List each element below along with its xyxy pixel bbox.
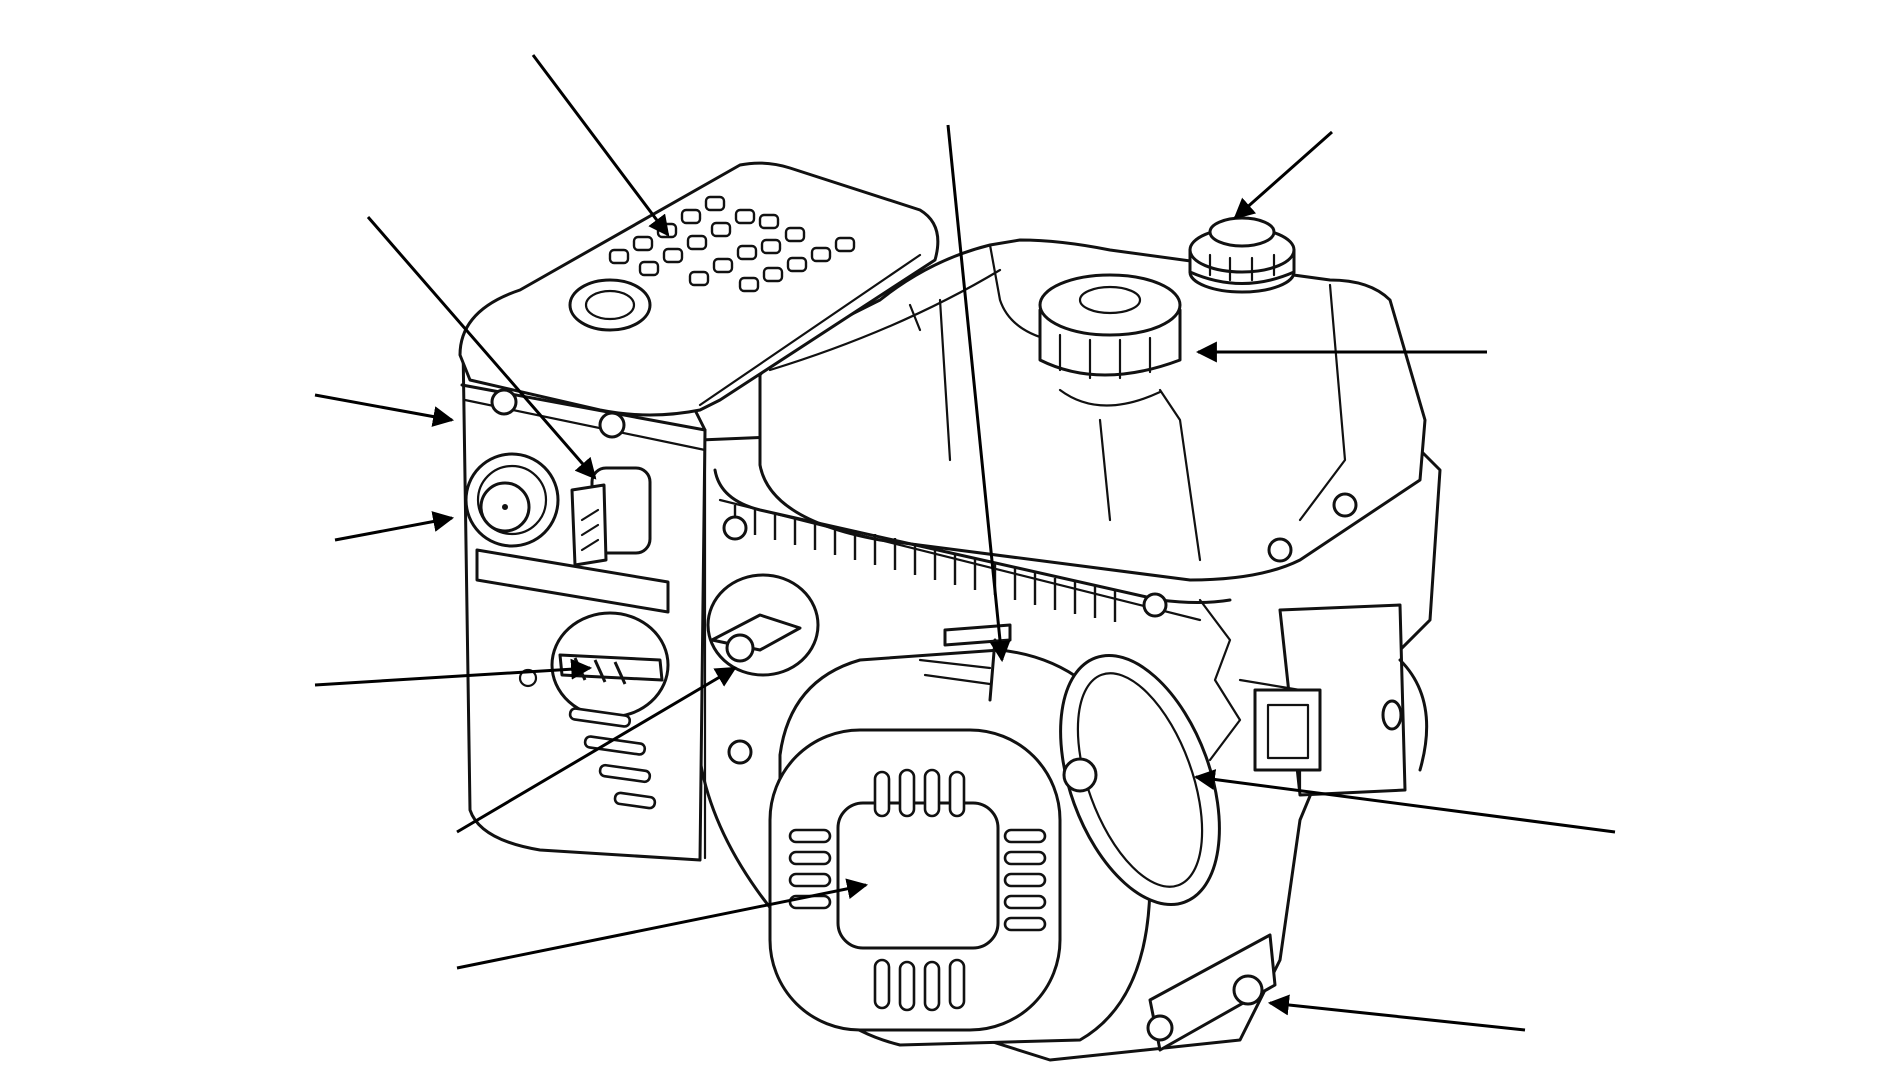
oil-cap-drawing: [1188, 216, 1296, 294]
side-bracket: [1198, 598, 1429, 797]
fuel-cap-drawing: [1038, 273, 1182, 380]
leader-stop-switch: [366, 216, 597, 480]
leader-primer-button: [334, 511, 455, 542]
leader-choke-lever: [314, 658, 593, 687]
leader-upper-panel-edge: [314, 393, 455, 427]
leader-starter-handle: [1193, 769, 1616, 834]
throttle-lever-drawing: [706, 573, 820, 677]
leader-oil-drain-plug: [1267, 994, 1526, 1032]
leader-air-filter-cover: [531, 54, 670, 237]
engine-illustration: [458, 161, 1442, 1062]
leader-oil-cap: [1233, 130, 1333, 220]
starter-handle-drawing: [1059, 654, 1221, 906]
leader-recoil-starter: [456, 878, 869, 970]
callout-leaders: [314, 54, 1616, 1032]
leader-throttle-lever: [456, 666, 737, 834]
oil-drain-plug-drawing: [1146, 933, 1277, 1052]
recoil-starter-cover: [768, 648, 1152, 1047]
leader-fuel-shutoff-rod: [946, 124, 1011, 663]
cooling-fins: [713, 468, 1358, 765]
